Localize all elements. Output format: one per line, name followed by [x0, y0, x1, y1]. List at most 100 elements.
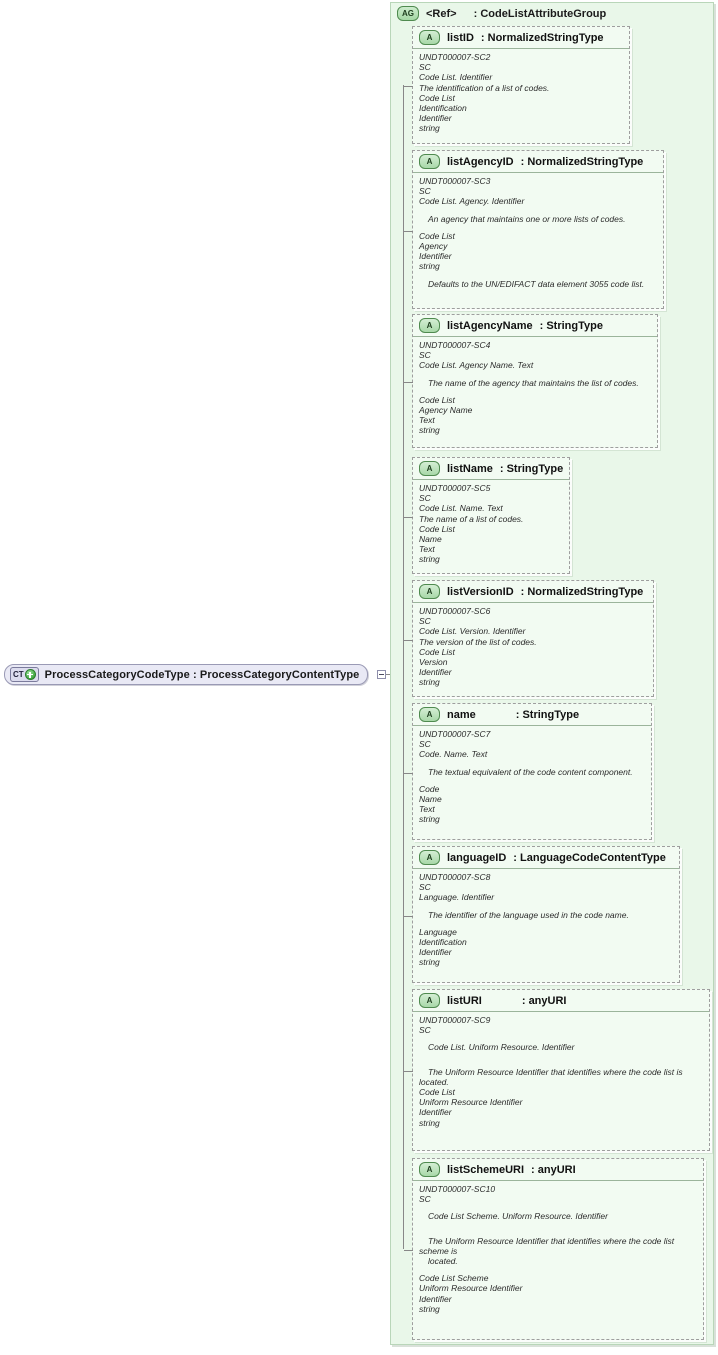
- doc-line-spacer: [419, 388, 651, 395]
- doc-line: The name of a list of codes.: [419, 513, 524, 524]
- doc-line: The Uniform Resource Identifier that ide…: [428, 1235, 675, 1246]
- doc-line: string: [419, 554, 440, 565]
- attribute-badge: A: [419, 30, 440, 45]
- attribute-group-badge: AG: [397, 6, 419, 21]
- doc-line: Identifier: [419, 113, 452, 124]
- doc-line-spacer: [419, 1060, 703, 1067]
- doc-line: Agency Name: [419, 405, 473, 416]
- doc-line: SC: [419, 350, 431, 361]
- attribute-group-ref-label: <Ref>: [426, 7, 457, 20]
- doc-line: Identification: [419, 937, 467, 948]
- doc-line: The Uniform Resource Identifier that ide…: [428, 1066, 683, 1077]
- expand-plus-icon: [24, 669, 36, 680]
- root-node-label: ProcessCategoryCodeType : ProcessCategor…: [44, 668, 360, 681]
- doc-line: located.: [419, 1076, 449, 1087]
- doc-line-spacer: [419, 1266, 697, 1273]
- attribute-name: listSchemeURI: [447, 1163, 525, 1176]
- doc-line: Identifier: [419, 947, 452, 958]
- doc-line: string: [419, 261, 440, 272]
- root-complex-type-node[interactable]: CT ProcessCategoryCodeType : ProcessCate…: [4, 664, 369, 685]
- doc-line: Code List. Name. Text: [419, 503, 503, 514]
- doc-line: SC: [419, 1194, 431, 1205]
- connector-stub: [404, 916, 413, 917]
- doc-line: The version of the list of codes.: [419, 636, 537, 647]
- doc-line-spacer: [419, 1222, 697, 1229]
- doc-line: The identifier of the language used in t…: [428, 909, 629, 920]
- attribute-group-title: <Ref> : CodeListAttributeGroup: [426, 8, 606, 20]
- doc-line-spacer: [419, 1229, 697, 1236]
- doc-line: SC: [419, 493, 431, 504]
- attribute-badge: A: [419, 461, 440, 476]
- doc-line-spacer: [419, 1035, 703, 1042]
- doc-line: string: [419, 1303, 440, 1314]
- doc-line: Identifier: [419, 1293, 452, 1304]
- doc-line: scheme is: [419, 1245, 458, 1256]
- attribute-type: : StringType: [539, 319, 603, 332]
- doc-line: UNDT000007-SC8: [419, 872, 491, 882]
- connector-stub: [404, 517, 413, 518]
- doc-line: Code List Scheme: [419, 1273, 489, 1284]
- doc-line: UNDT000007-SC2: [419, 52, 491, 62]
- attribute-badge: A: [419, 154, 440, 169]
- doc-line-spacer: [419, 207, 657, 214]
- doc-line: Uniform Resource Identifier: [419, 1097, 523, 1108]
- doc-line: Code List Scheme. Uniform Resource. Iden…: [428, 1211, 608, 1222]
- doc-line: Name: [419, 534, 442, 545]
- doc-line: Code List: [419, 523, 455, 534]
- doc-line-spacer: [419, 777, 645, 784]
- doc-line: Code List. Agency Name. Text: [419, 360, 534, 371]
- doc-line-spacer: [419, 272, 657, 279]
- attribute-name: listName: [447, 462, 493, 475]
- attribute-name: listID: [447, 31, 474, 44]
- doc-line: An agency that maintains one or more lis…: [428, 213, 626, 224]
- doc-line: Language. Identifier: [419, 892, 495, 903]
- doc-line-spacer: [419, 760, 645, 767]
- doc-line: Code List. Agency. Identifier: [419, 196, 525, 207]
- doc-line: Text: [419, 544, 435, 555]
- doc-line: Code List. Uniform Resource. Identifier: [428, 1042, 575, 1053]
- doc-line: UNDT000007-SC3: [419, 176, 491, 186]
- doc-line-spacer: [419, 920, 673, 927]
- doc-line: SC: [419, 616, 431, 627]
- doc-line: Uniform Resource Identifier: [419, 1283, 523, 1294]
- doc-line-spacer: [419, 224, 657, 231]
- attribute-type: : StringType: [499, 462, 564, 475]
- doc-line: string: [419, 814, 440, 825]
- doc-line: Text: [419, 415, 435, 426]
- attribute-type: : anyURI: [521, 994, 567, 1007]
- attribute-type: : NormalizedStringType: [480, 31, 604, 44]
- attribute-group-header[interactable]: AG <Ref> : CodeListAttributeGroup: [397, 6, 606, 21]
- doc-line: UNDT000007-SC9: [419, 1015, 491, 1025]
- connector-trunk-vertical: [403, 85, 404, 1249]
- doc-line-spacer: [419, 371, 651, 378]
- root-collapse-toggle[interactable]: [377, 670, 386, 679]
- doc-line: Version: [419, 657, 448, 668]
- doc-line: Identifier: [419, 667, 452, 678]
- attribute-badge: A: [419, 1162, 440, 1177]
